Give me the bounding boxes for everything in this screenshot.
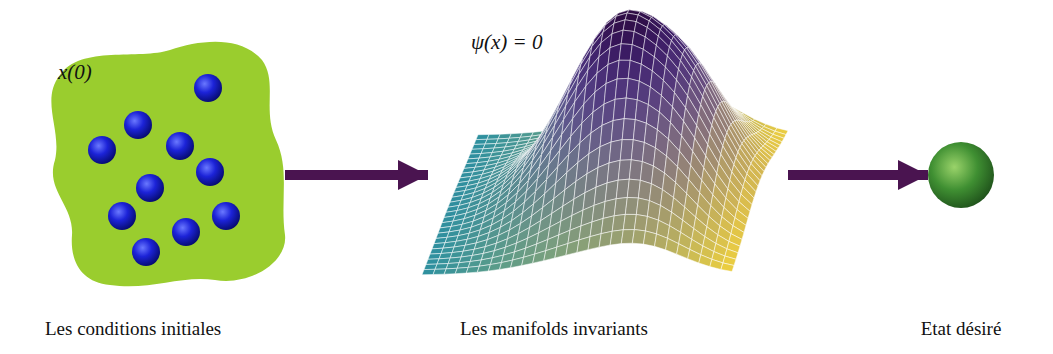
caption: Etat désiré bbox=[921, 318, 1002, 340]
flow-arrow bbox=[788, 170, 928, 180]
invariant-manifolds: ψ(x) = 0Les manifolds invariants bbox=[428, 8, 788, 300]
desired-state-sphere bbox=[928, 142, 994, 208]
initial-conditions: x(0)Les conditions initiales bbox=[45, 40, 285, 290]
manifold-equation: ψ(x) = 0 bbox=[468, 30, 546, 54]
invariant-manifold-surface bbox=[422, 10, 788, 275]
initial-region bbox=[51, 42, 285, 287]
desired-state: Etat désiré bbox=[928, 142, 994, 208]
flow-arrow bbox=[285, 170, 428, 180]
caption: Les conditions initiales bbox=[45, 318, 221, 340]
state-label: x(0) bbox=[55, 60, 95, 84]
initial-states bbox=[88, 74, 240, 266]
caption: Les manifolds invariants bbox=[460, 318, 648, 340]
